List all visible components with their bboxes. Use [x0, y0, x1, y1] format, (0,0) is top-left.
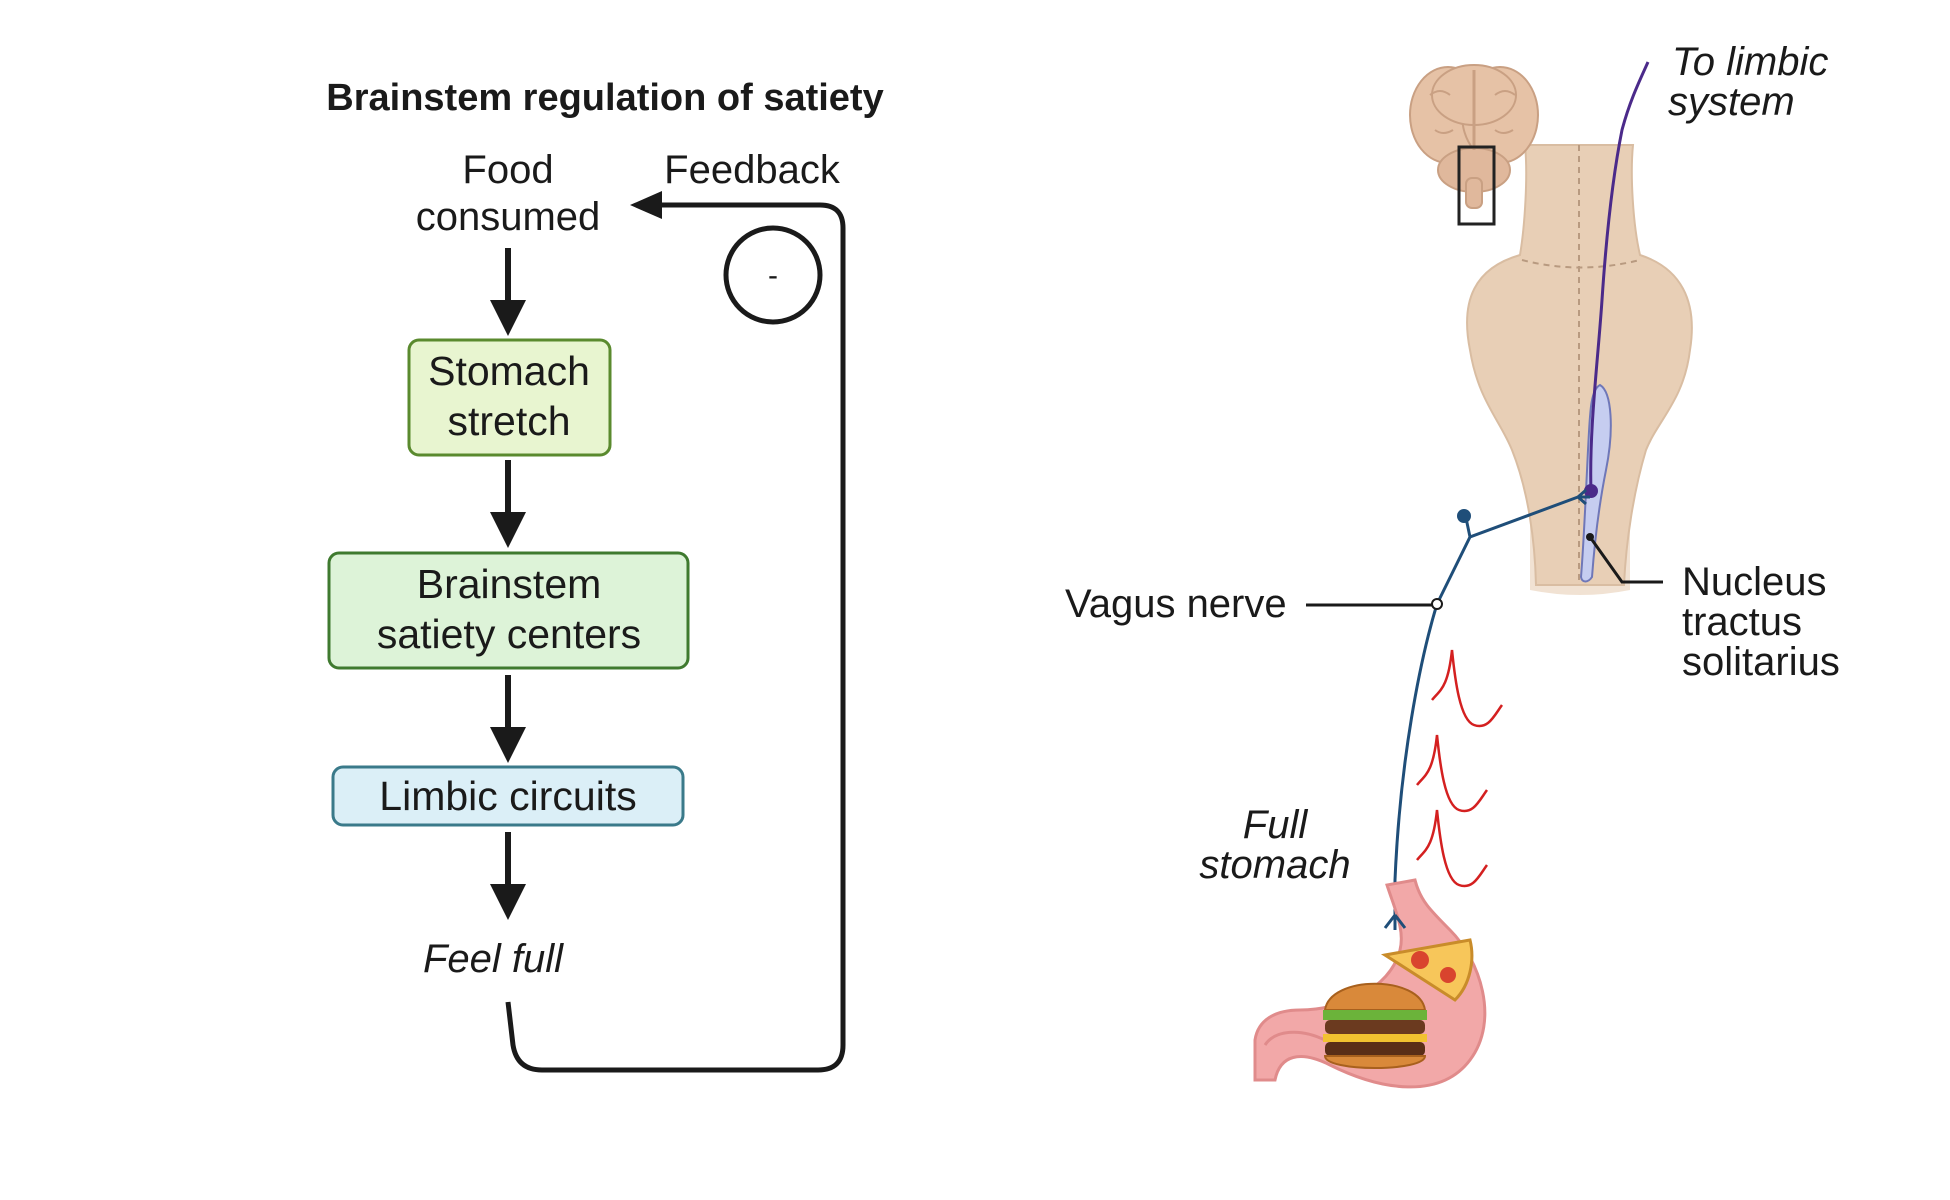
brainstem-satiety-centers-box	[327, 551, 690, 670]
feel-full-label: Feel full	[423, 937, 564, 981]
brainstem-satiety-centers-label-2: satiety centers	[377, 611, 641, 657]
anatomy-illustration	[1253, 61, 1693, 1089]
nts-label-3: solitarius	[1682, 640, 1840, 684]
vagus-nerve-path	[1393, 495, 1579, 915]
limbic-circuits-label: Limbic circuits	[379, 773, 636, 819]
feedback-loop-arrow	[505, 202, 846, 1073]
vagus-ganglion-dot	[1457, 509, 1471, 523]
full-stomach-label: Full	[1243, 803, 1309, 847]
brainstem-satiety-centers-label: Brainstem	[417, 561, 602, 607]
feedback-arrowhead	[630, 191, 662, 219]
limbic-fiber	[1589, 61, 1650, 492]
brainstem-highlight-box	[1457, 145, 1496, 226]
brain-icon	[1409, 64, 1539, 226]
vagus-terminal-top	[1577, 488, 1590, 506]
negative-feedback-circle	[723, 225, 823, 325]
nts-leader	[1588, 536, 1663, 584]
to-limbic-label: To limbic	[1672, 40, 1828, 84]
negative-feedback-sign: -	[768, 259, 778, 292]
vagus-pointer-dot	[1431, 598, 1443, 610]
stomach-stretch-label-2: stretch	[447, 398, 570, 444]
limbic-circuits-box	[331, 765, 685, 827]
nts-label-2: tractus	[1682, 600, 1802, 644]
nts-synapse-dot	[1584, 484, 1598, 498]
to-limbic-label-2: system	[1668, 80, 1795, 124]
stomach-stretch-label: Stomach	[428, 348, 590, 394]
nts-nucleus	[1579, 383, 1612, 583]
nerve-signal-icons	[1416, 649, 1504, 888]
full-stomach-label-2: stomach	[1199, 843, 1350, 887]
nts-label: Nucleus	[1682, 560, 1827, 604]
food-consumed-label: Food	[462, 148, 553, 192]
food-consumed-label-2: consumed	[416, 195, 601, 239]
stomach-stretch-box	[407, 338, 612, 457]
pizza-slice-icon	[1380, 938, 1474, 1002]
stomach-icon	[1253, 878, 1487, 1089]
burger-icon	[1323, 982, 1427, 1069]
feedback-label: Feedback	[664, 148, 841, 192]
pons-fold	[1521, 259, 1641, 269]
flowchart-title: Brainstem regulation of satiety	[326, 77, 883, 119]
vagus-nerve-label: Vagus nerve	[1065, 582, 1287, 626]
